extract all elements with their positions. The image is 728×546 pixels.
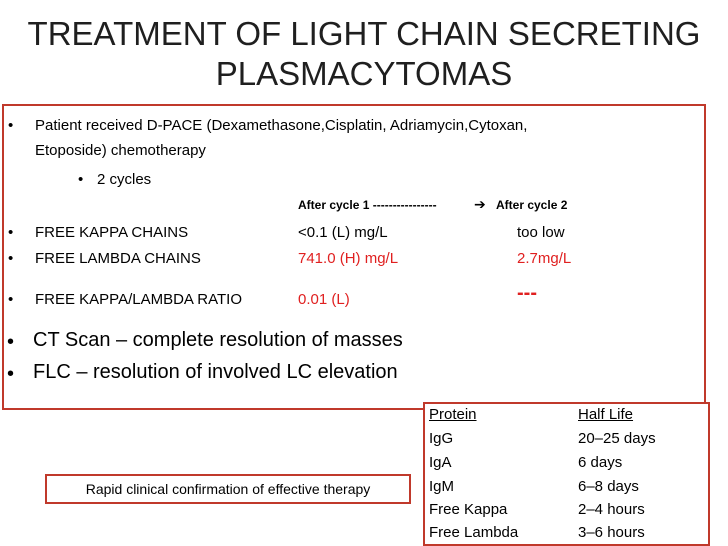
row-cycle1-value: <0.1 (L) mg/L <box>298 224 388 241</box>
halflife-table: Protein Half Life IgG 20–25 days IgA 6 d… <box>423 402 710 546</box>
bullet-icon: • <box>8 250 14 267</box>
bullet-icon: • <box>7 331 15 353</box>
content-box <box>2 104 706 410</box>
table-cell-halflife: 6–8 days <box>578 478 639 495</box>
table-cell-protein: IgG <box>429 430 454 447</box>
bullet-icon: • <box>8 291 14 308</box>
row-label: FREE KAPPA CHAINS <box>35 224 189 241</box>
row-cycle2-value: too low <box>517 224 565 241</box>
table-cell-protein: Free Kappa <box>429 501 508 518</box>
slide-title: TREATMENT OF LIGHT CHAIN SECRETING PLASM… <box>0 14 728 94</box>
table-header-protein: Protein <box>429 406 477 423</box>
table-cell-halflife: 2–4 hours <box>578 501 645 518</box>
table-cell-halflife: 20–25 days <box>578 430 656 447</box>
arrow-right-icon: ➔ <box>474 196 486 212</box>
row-cycle1-value: 741.0 (H) mg/L <box>298 250 399 267</box>
table-cell-halflife: 3–6 hours <box>578 524 645 541</box>
row-label: FREE LAMBDA CHAINS <box>35 250 201 267</box>
bullet-icon: • <box>7 363 15 385</box>
table-header-halflife: Half Life <box>578 406 634 423</box>
finding-flc: FLC – resolution of involved LC elevatio… <box>33 361 398 383</box>
confirmation-box: Rapid clinical confirmation of effective… <box>45 474 411 504</box>
row-cycle1-value: 0.01 (L) <box>298 291 350 308</box>
row-cycle2-value: --- <box>517 282 537 304</box>
bullet-icon: • <box>8 117 14 134</box>
table-cell-halflife: 6 days <box>578 454 623 471</box>
finding-ct-scan: CT Scan – complete resolution of masses <box>33 329 403 351</box>
bullet-icon: • <box>8 224 14 241</box>
patient-line-1: Patient received D-PACE (Dexamethasone,C… <box>35 117 528 134</box>
title-line-1: TREATMENT OF LIGHT CHAIN SECRETING <box>27 15 701 52</box>
row-label: FREE KAPPA/LAMBDA RATIO <box>35 291 242 308</box>
table-cell-protein: Free Lambda <box>429 524 519 541</box>
sub-bullet-icon: • <box>78 171 84 188</box>
patient-line-2: Etoposide) chemotherapy <box>35 142 206 159</box>
after-cycle-2-label: After cycle 2 <box>496 198 568 212</box>
table-cell-protein: IgM <box>429 478 455 495</box>
title-line-2: PLASMACYTOMAS <box>215 55 513 92</box>
after-cycle-1-label: After cycle 1 ---------------- <box>298 198 437 212</box>
patient-cycles: 2 cycles <box>97 171 152 188</box>
row-cycle2-value: 2.7mg/L <box>517 250 572 267</box>
table-cell-protein: IgA <box>429 454 452 471</box>
